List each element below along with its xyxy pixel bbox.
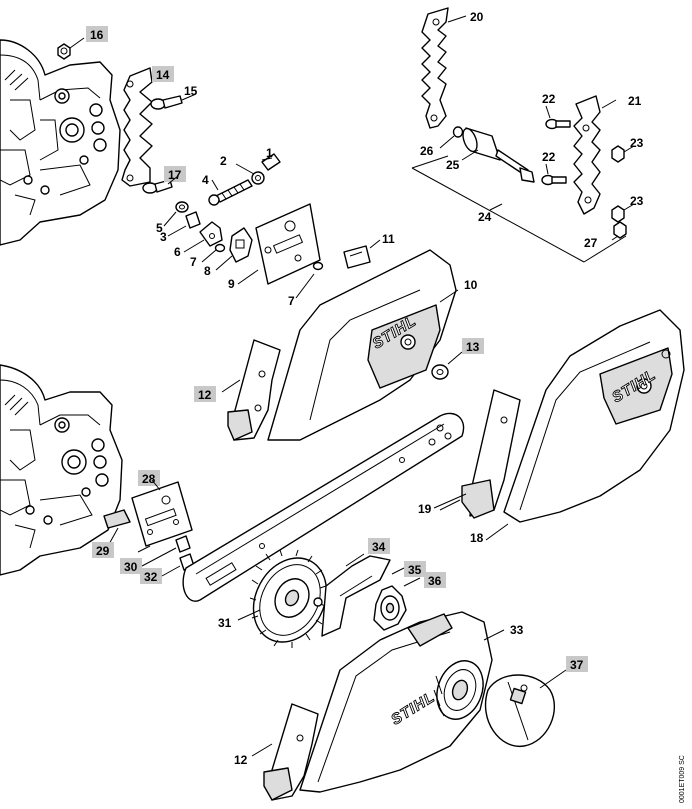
label-37: 37 (570, 658, 584, 672)
label-11: 11 (382, 232, 395, 246)
part-17-screw (142, 179, 173, 194)
part-37-cap (484, 669, 567, 747)
label-7a: 7 (190, 255, 197, 269)
label-highlights (86, 26, 588, 672)
label-18: 18 (470, 531, 484, 545)
label-12a: 12 (198, 388, 212, 402)
label-29: 29 (96, 544, 110, 558)
part-31-sprocket (237, 549, 328, 648)
label-4: 4 (202, 173, 209, 187)
part-21-bumper-spike (573, 95, 617, 215)
part-8-bracket (215, 227, 253, 271)
part-22-screw-b (541, 163, 567, 186)
part-1-clip (261, 153, 281, 171)
part-22-screw-a (545, 105, 571, 130)
label-26: 26 (420, 144, 434, 158)
engine-housing-middle (0, 364, 123, 576)
part-10-sprocket-cover: STIHL (267, 249, 459, 441)
label-13: 13 (466, 340, 480, 354)
part-2-tensioner-gear (235, 163, 265, 185)
callout-labels: 16 14 15 17 1 2 4 5 3 6 7 8 9 7 11 10 13… (90, 10, 644, 767)
label-3: 3 (160, 230, 167, 244)
label-36: 36 (428, 574, 442, 588)
label-32: 32 (144, 570, 158, 584)
engine-housing-top (0, 39, 121, 246)
label-28: 28 (142, 472, 156, 486)
part-29-pad (103, 509, 131, 547)
leader-lines (137, 175, 467, 553)
part-18-sprocket-cover: STIHL (485, 309, 685, 541)
label-16: 16 (90, 28, 104, 42)
label-10: 10 (464, 278, 478, 292)
label-14: 14 (156, 68, 170, 82)
label-1: 1 (266, 146, 273, 160)
label-22b: 22 (542, 150, 556, 164)
part-34-guard (313, 553, 391, 637)
part-35-36-knob (373, 567, 421, 631)
bracket-24 (411, 155, 627, 263)
part-7-screw-b (295, 261, 324, 299)
label-12b: 12 (234, 753, 248, 767)
label-23a: 23 (630, 136, 644, 150)
part-25-sleeve (461, 127, 535, 183)
label-27: 27 (584, 236, 598, 250)
part-23-nut-b (611, 203, 635, 223)
part-12-chain-catcher-b (251, 703, 319, 801)
part-28-plate (131, 481, 193, 547)
part-14-plate (121, 67, 153, 187)
label-24: 24 (478, 210, 492, 224)
part-16-nut (57, 37, 85, 60)
label-22a: 22 (542, 92, 556, 106)
label-7b: 7 (288, 294, 295, 308)
label-35: 35 (408, 563, 422, 577)
part-11-insert (343, 239, 381, 269)
label-8: 8 (204, 264, 211, 278)
part-23-nut-a (611, 145, 635, 163)
part-20-bumper-spike (421, 7, 467, 129)
part-30-pin (141, 535, 191, 567)
part-3-spacer (167, 211, 201, 237)
label-23b: 23 (630, 194, 644, 208)
label-34: 34 (372, 540, 386, 554)
label-25: 25 (446, 158, 460, 172)
label-33: 33 (510, 623, 524, 637)
part-7-screw-a (201, 243, 226, 263)
part-26-washer (439, 126, 464, 149)
label-2: 2 (220, 154, 227, 168)
part-19-chain-catcher (439, 389, 521, 519)
label-9: 9 (228, 277, 235, 291)
label-15: 15 (184, 84, 198, 98)
label-17: 17 (168, 168, 182, 182)
part-9-plate (237, 203, 321, 285)
label-19: 19 (418, 502, 432, 516)
part-33-side-cover: STIHL (299, 611, 505, 793)
part-27-nut (611, 221, 627, 241)
part-12-chain-catcher-a (221, 339, 281, 441)
part-13-nut (431, 351, 463, 380)
document-code: 0001ET009 SC (679, 755, 686, 803)
label-31: 31 (218, 616, 232, 630)
part-6-tensioner-slide (183, 221, 223, 253)
part-5-washer (163, 201, 189, 227)
label-20: 20 (470, 10, 484, 24)
label-5: 5 (156, 221, 163, 235)
label-6: 6 (174, 245, 181, 259)
part-15-screw (150, 93, 197, 110)
label-30: 30 (124, 560, 138, 574)
label-21: 21 (628, 94, 642, 108)
guide-bar (182, 412, 465, 602)
part-4-adjusting-screw (208, 179, 253, 206)
